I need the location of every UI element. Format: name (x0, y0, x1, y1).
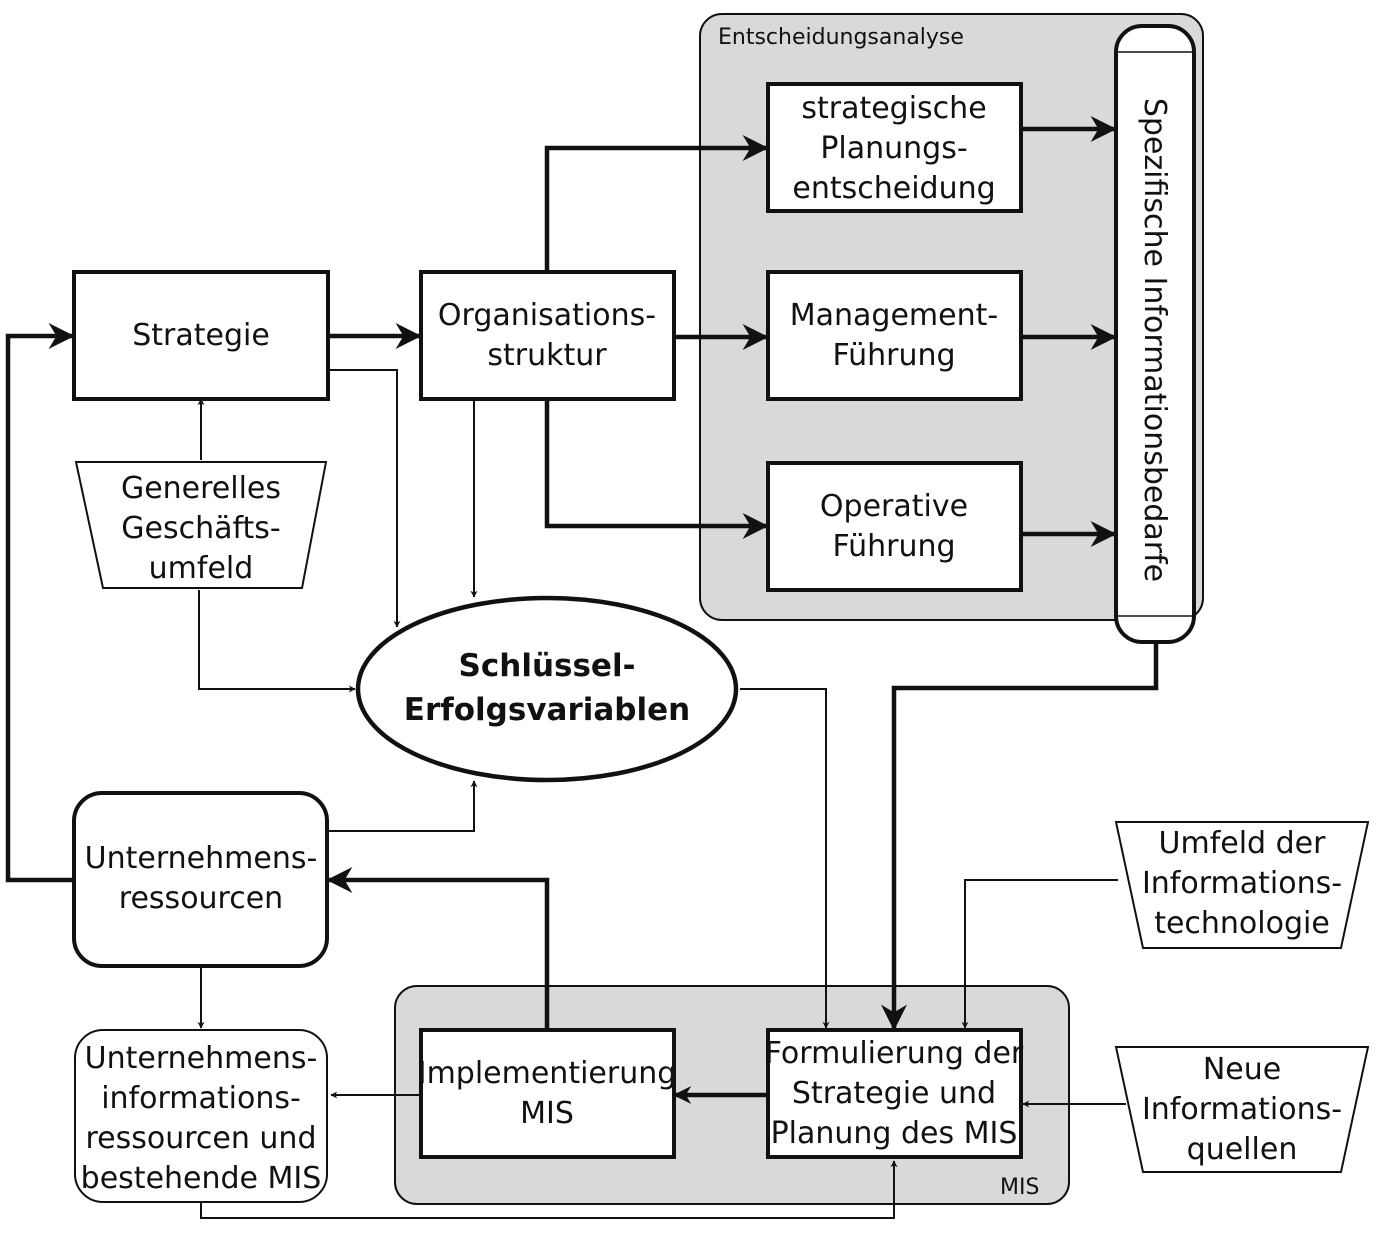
arrow-organization-strategic (544, 135, 769, 270)
organization-node: Organisations- struktur (419, 270, 676, 401)
strategic-planning-node: strategische Planungs- entscheidung (766, 82, 1023, 213)
arrow-implementation-resources (326, 867, 550, 1028)
it-environment-line-1: Umfeld der (1159, 826, 1327, 861)
management-line-1: Management- (790, 298, 998, 333)
operative-line-2: Führung (832, 529, 955, 564)
formulation-node: Formulierung der Strategie und Planung d… (765, 1028, 1024, 1159)
company-info-resources-line-3: ressourcen und (85, 1121, 316, 1156)
key-success-node: Schlüssel- Erfolgsvariablen (355, 595, 739, 783)
company-resources-line-2: ressourcen (119, 881, 283, 916)
implementation-line-2: MIS (520, 1096, 574, 1131)
strategic-planning-line-3: entscheidung (792, 171, 995, 206)
arrow-inforesources-formulation (200, 1160, 898, 1219)
arrow-keysuccess-formulation (740, 688, 830, 1029)
it-environment-line-2: Informations- (1142, 866, 1342, 901)
new-sources-line-1: Neue (1203, 1052, 1281, 1087)
strategy-node: Strategie (72, 270, 330, 401)
arrow-environment-keysuccess (198, 590, 356, 693)
organization-line-2: struktur (487, 338, 607, 373)
organization-line-1: Organisations- (438, 298, 656, 333)
formulation-line-2: Strategie und (792, 1076, 996, 1111)
strategic-planning-line-1: strategische (801, 91, 986, 126)
arrow-itenvironment-formulation (961, 879, 1118, 1029)
general-environment-line-1: Generelles (121, 471, 281, 506)
operative-node: Operative Führung (766, 461, 1023, 592)
arrow-organization-operative (544, 400, 769, 539)
decision-analysis-label: Entscheidungsanalyse (718, 25, 964, 50)
company-info-resources-line-2: informations- (101, 1081, 301, 1116)
arrow-resources-strategy (5, 323, 75, 883)
info-needs-label: Spezifische Informationsbedarfe (1137, 98, 1172, 582)
info-needs-node: Spezifische Informationsbedarfe (1114, 24, 1196, 644)
management-node: Management- Führung (766, 270, 1023, 401)
arrow-resources-keysuccess (329, 780, 478, 832)
strategy-label: Strategie (132, 318, 270, 353)
general-environment-line-3: umfeld (149, 551, 254, 586)
new-sources-line-3: quellen (1187, 1132, 1298, 1167)
company-resources-line-1: Unternehmens- (85, 841, 318, 876)
key-success-line-2: Erfolgsvariablen (404, 692, 690, 728)
arrow-strategy-keysuccess (330, 369, 401, 628)
implementation-node: Implementierung MIS (418, 1028, 677, 1159)
new-sources-node: Neue Informations- quellen (1114, 1046, 1370, 1173)
formulation-line-1: Formulierung der (765, 1036, 1024, 1071)
operative-line-1: Operative (820, 489, 968, 524)
it-environment-node: Umfeld der Informations- technologie (1114, 821, 1370, 949)
arrow-infoneeds-formulation (881, 642, 1159, 1031)
company-resources-node: Unternehmens- ressourcen (72, 791, 329, 968)
formulation-line-3: Planung des MIS (771, 1116, 1018, 1151)
general-environment-node: Generelles Geschäfts- umfeld (74, 461, 328, 589)
company-info-resources-line-4: bestehende MIS (81, 1161, 322, 1196)
it-environment-line-3: technologie (1154, 906, 1330, 941)
new-sources-line-2: Informations- (1142, 1092, 1342, 1127)
management-line-2: Führung (832, 338, 955, 373)
general-environment-line-2: Geschäfts- (121, 511, 280, 546)
company-info-resources-node: Unternehmens- informations- ressourcen u… (74, 1029, 328, 1203)
mis-group-label: MIS (1000, 1175, 1039, 1200)
connectors (5, 116, 1159, 1219)
implementation-line-1: Implementierung (418, 1056, 677, 1091)
key-success-line-1: Schlüssel- (459, 648, 636, 684)
company-info-resources-line-1: Unternehmens- (85, 1041, 318, 1076)
strategic-planning-line-2: Planungs- (820, 131, 967, 166)
